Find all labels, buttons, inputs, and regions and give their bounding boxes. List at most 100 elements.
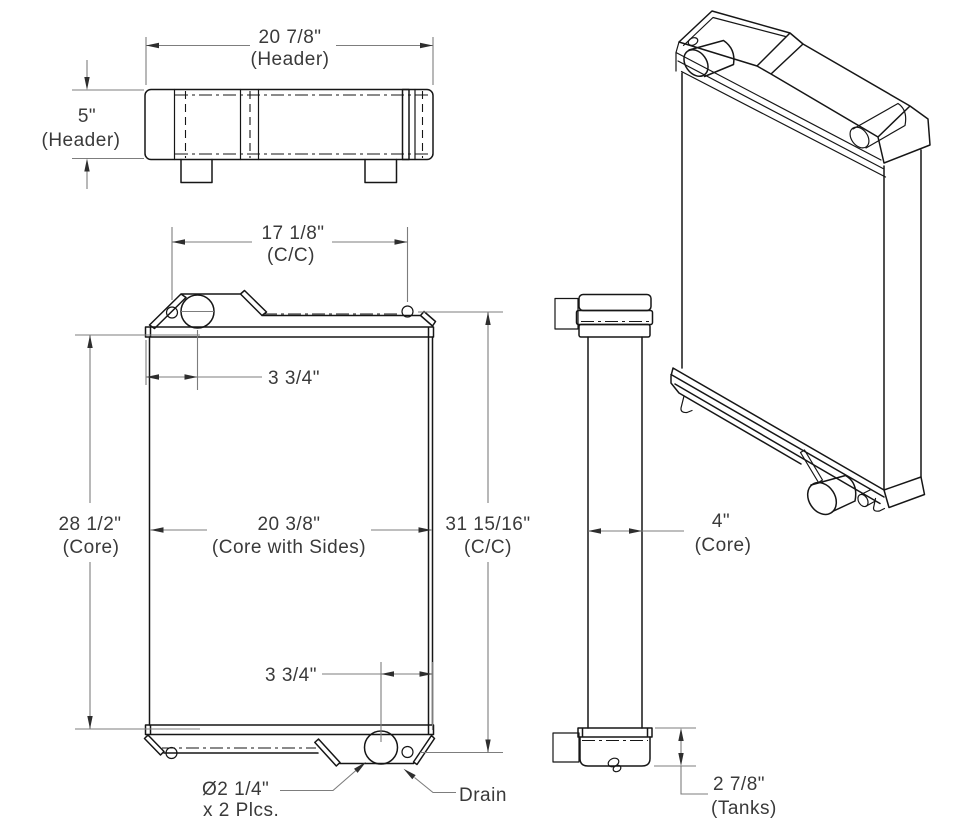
front-bottom-header-band: [144, 724, 435, 736]
arrowhead-left: [146, 42, 159, 49]
iso-bottom-tank: [670, 367, 926, 509]
dim-overall-cc-value: 31 15/16": [445, 514, 530, 535]
arrowhead-down: [87, 716, 93, 729]
dim-lines: [145, 37, 434, 85]
iso-bottom-step: [799, 449, 824, 484]
dim-header-width-label: (Header): [251, 49, 330, 70]
dimension-core-width: 20 3/8" (Core with Sides): [150, 514, 432, 558]
leader-line: [280, 769, 357, 792]
side-bottom-tank: [579, 736, 651, 767]
side-top-cap: [578, 293, 652, 312]
iso-core-edges: [681, 72, 922, 490]
dim-lines: [75, 334, 200, 730]
dimension-tank-depth: 2 7/8" (Tanks): [654, 727, 777, 819]
iso-top-tank: [678, 10, 931, 164]
dim-lines: [418, 311, 503, 754]
iso-outlet-pipe-face: [806, 481, 838, 516]
iso-inlet-pipe-face: [683, 48, 709, 78]
top-right-fitting-circle: [401, 305, 414, 318]
isometric-view: [670, 10, 931, 516]
dim-core-height-label: (Core): [63, 537, 120, 558]
iso-outlet-pipe-body: [810, 474, 857, 513]
dim-core-depth-value: 4": [712, 511, 730, 532]
dimension-header-width: 20 7/8" (Header): [145, 27, 434, 85]
iso-inlet-pipe-body: [688, 39, 735, 78]
dimension-core-height: 28 1/2" (Core): [58, 334, 200, 730]
top-view-filler-band: [401, 88, 410, 161]
arrowhead-down: [485, 739, 491, 753]
drain-label: Drain: [459, 785, 507, 806]
arrowhead-right: [629, 528, 642, 534]
iso-bottom-tube: [857, 493, 869, 508]
dim-tank-depth-label: (Tanks): [711, 798, 777, 819]
top-view: 20 7/8" (Header) 5" (Header): [42, 27, 434, 189]
iso-left-foot: [680, 395, 693, 414]
dim-ports-cc-value: 17 1/8": [261, 223, 324, 244]
leader-arrowhead: [354, 762, 366, 773]
top-view-mounting-tabs: [180, 158, 398, 184]
callout-port-diameter: Ø2 1/4" x 2 Plcs.: [202, 762, 366, 821]
drain-port-circle: [401, 745, 414, 759]
iso-bottom-tube-body: [860, 488, 876, 508]
arrowhead-up: [678, 728, 684, 741]
side-bottom-bracket: [552, 732, 580, 763]
iso-small-fitting: [687, 37, 699, 46]
dim-lines: [72, 60, 144, 189]
top-view-hidden-lines: [184, 91, 424, 158]
dimension-outlet-offset: 3 3/4": [265, 662, 434, 742]
side-top-header: [578, 323, 651, 338]
leader-line: [414, 777, 456, 794]
arrowhead-right: [394, 239, 408, 245]
arrowhead-up: [87, 335, 93, 348]
callout-drain: Drain: [403, 768, 507, 806]
port-diameter-line1: Ø2 1/4": [202, 779, 269, 800]
iso-right-foot: [872, 497, 886, 512]
dim-core-height-value: 28 1/2": [58, 514, 121, 535]
side-view: 4" (Core) 2 7/8" (Tanks): [552, 293, 777, 819]
side-bottom-band: [577, 727, 653, 738]
top-view-body: [144, 88, 434, 161]
arrowhead-left: [172, 239, 185, 245]
top-left-fitting-circle: [165, 306, 179, 319]
arrowhead-left: [381, 671, 394, 677]
top-view-centerlines: [175, 94, 431, 155]
dim-outlet-offset-value: 3 3/4": [265, 665, 317, 686]
bottom-left-fitting-circle: [165, 746, 178, 760]
dim-header-width-value: 20 7/8": [258, 27, 321, 48]
iso-top-pipe-body: [852, 102, 907, 149]
leader-arrowhead: [403, 768, 416, 780]
arrowhead-down: [678, 753, 684, 766]
dim-inlet-offset-value: 3 3/4": [268, 368, 320, 389]
dimension-overall-cc: 31 15/16" (C/C): [418, 311, 530, 754]
drain-petcock-tip: [612, 764, 622, 773]
dimension-header-depth: 5" (Header): [42, 60, 144, 189]
arrowhead-left: [150, 527, 164, 533]
side-top-bracket: [554, 297, 579, 330]
iso-top-tank-bevel: [682, 16, 787, 47]
dim-lines: [171, 227, 409, 302]
dim-tank-depth-value: 2 7/8": [713, 774, 765, 795]
arrowhead-left: [588, 528, 601, 534]
dim-lines: [654, 727, 708, 795]
dim-ports-cc-label: (C/C): [267, 245, 315, 266]
arrowhead-down: [84, 77, 90, 90]
arrowhead-right: [418, 527, 432, 533]
dim-lines: [145, 330, 262, 390]
iso-top-pipe-face: [849, 126, 870, 149]
arrowhead-up: [485, 312, 491, 325]
top-view-internal-lines: [173, 88, 416, 161]
front-view: 17 1/8" (C/C) 3 3/4" 28 1/2" (Core) 20 3…: [58, 223, 530, 821]
dim-core-width-value: 20 3/8": [257, 514, 320, 535]
arrowhead-right: [184, 374, 198, 380]
port-diameter-line2: x 2 Plcs.: [203, 800, 279, 821]
dimension-ports-cc: 17 1/8" (C/C): [171, 223, 409, 302]
dim-core-width-label: (Core with Sides): [212, 537, 366, 558]
dimension-core-depth: 4" (Core): [588, 511, 751, 556]
arrowhead-right: [419, 671, 433, 677]
side-top-flange: [575, 309, 654, 326]
arrowhead-right: [420, 42, 433, 49]
dimension-inlet-offset: 3 3/4": [145, 330, 320, 390]
dim-core-depth-label: (Core): [695, 535, 752, 556]
dim-lines: [322, 662, 434, 742]
